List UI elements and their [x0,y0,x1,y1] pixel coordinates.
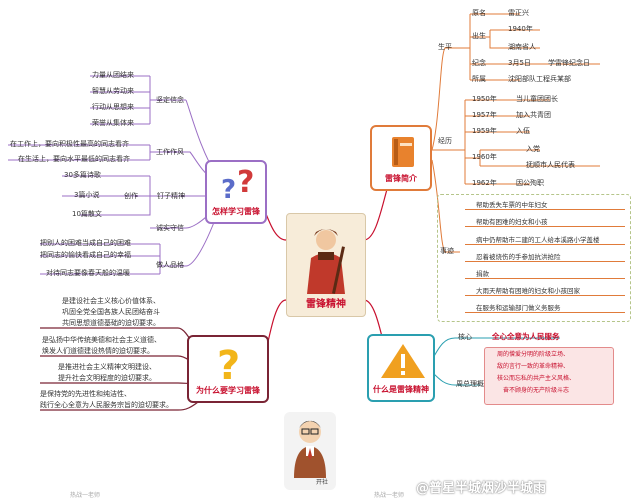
creation-item: 3篇小说 [74,191,100,199]
question-marks-icon: ? ? [221,165,254,204]
original-name-label: 原名 [472,9,486,17]
reason-line: 巩固全党全国各族人民团结奋斗 [62,308,160,316]
character-item: 对待同志要像春天般的温暖 [46,269,130,277]
history-year: 1950年 [472,95,497,103]
history-year: 1959年 [472,127,497,135]
reason-line: 是保持党的先进性和纯洁性、 [40,390,131,398]
reason-line: 践行全心全意为人民服务宗旨的迫切要求。 [40,401,173,409]
footer-text: 热战一老师 [374,492,405,499]
reason-line: 提升社会文明程度的迫切要求。 [58,374,156,382]
zhou-line: 周的憎爱分明的阶级立场、 [497,351,570,358]
branch-what-is-label: 什么是雷锋精神 [373,385,429,394]
avatar-caption: 开社 [316,479,329,486]
deed-item: 捐款 [476,270,489,278]
zhou-label: 周总理概括为 [456,380,498,388]
belief-item: 智慧从劳动来 [92,87,134,95]
character-item: 把别人的困难当成自己的困难 [40,239,131,247]
history-event: 当儿童团团长 [516,95,558,103]
history-year: 1957年 [472,111,497,119]
branch-intro[interactable]: 雷锋简介 [370,125,432,191]
creation-item: 30多篇诗歌 [64,171,101,179]
watermark: @普星半城烟沙半城雨 [416,481,547,496]
svg-text:?: ? [217,343,240,383]
deed-item: 忍着被烧伤的手参加抗洪抢险 [476,253,561,261]
unit-name: 沈阳部队工程兵某部 [508,75,571,83]
deed-item: 帮助丢失车票的中年妇女 [476,201,548,209]
zhou-line: 奋不顾身的无产阶级斗志 [503,387,570,394]
deed-underline [465,244,625,245]
history-year: 1962年 [472,179,497,187]
branch-why-learn-label: 为什么要学习雷锋 [196,386,260,395]
book-icon [392,137,414,167]
memorial-name: 学雷锋纪念日 [548,59,590,67]
zhou-line: 敌的言行一致的革命精神、 [497,363,570,370]
unit-label: 所属 [472,75,486,83]
warning-icon [381,344,425,378]
reason-line: 是建设社会主义核心价值体系、 [62,297,160,305]
reason-line: 是弘扬中华传统美德和社会主义道德、 [42,336,161,344]
center-node: 雷锋精神 [286,213,366,317]
style-label: 工作作风 [156,148,184,156]
belief-item: 力量从团结来 [92,71,134,79]
branch-why-learn[interactable]: ? 为什么要学习雷锋 [187,335,269,403]
history-event: 加入共青团 [516,111,551,119]
creation-label: 创作 [124,192,138,200]
svg-text:?: ? [237,165,254,200]
life-label: 生平 [438,43,452,51]
belief-item: 荣誉从集体来 [92,119,134,127]
deed-item: 帮助有困难的妇女和小孩 [476,218,548,226]
footer-text: 热战一老师 [70,492,101,499]
svg-text:?: ? [221,175,236,204]
creation-item: 10篇散文 [72,210,102,218]
reason-line: 焕发人们道德建设热情的迫切要求。 [42,347,154,355]
lei-feng-portrait-icon [307,229,345,294]
core-label: 核心 [458,333,472,341]
original-name: 雷正兴 [508,9,529,17]
question-mark-icon: ? [217,343,240,383]
birth-label: 出生 [472,32,486,40]
teacher-portrait-icon [294,420,326,478]
history-label: 经历 [438,137,452,145]
reason-line: 是推进社会主义精神文明建设、 [58,363,156,371]
deed-underline [465,312,625,313]
deed-underline [465,261,625,262]
deed-item: 大雨天帮助有困难的妇女和小孩回家 [476,287,580,295]
style-item: 在生活上，要向水平最低的同志看齐 [18,155,130,163]
birth-place: 湖南省人 [508,43,536,51]
integrity-label: 诚实守信 [156,224,184,232]
character-label: 做人品格 [156,261,184,269]
memorial-date: 3月5日 [508,59,531,67]
branch-what-is[interactable]: 什么是雷锋精神 [367,334,435,402]
core-value: 全心全意为人民服务 [492,332,560,341]
zhou-line: 核公而忘私的共产主义风格、 [497,375,576,382]
deed-item: 病中仍帮助市二建的工人给本溪路小学盖楼 [476,236,600,244]
deed-underline [465,209,625,210]
firm-belief-label: 坚定信念 [156,96,184,104]
deeds-label: 事迹 [440,247,454,255]
birth-year: 1940年 [508,25,533,33]
style-item: 在工作上，要向积极性最高的同志看齐 [10,140,129,148]
deed-underline [465,295,625,296]
branch-learn-how[interactable]: ? ? 怎样学习雷锋 [205,160,267,224]
history-event: 入党 [526,145,540,153]
teacher-avatar: 开社 [284,412,336,490]
history-event: 抚顺市人民代表 [526,161,575,169]
branch-intro-label: 雷锋简介 [385,174,417,183]
history-event: 因公殉职 [516,179,544,187]
nail-spirit-label: 钉子精神 [157,192,185,200]
deed-item: 在服务和运输部门做义务服务 [476,304,561,312]
belief-item: 行动从思想来 [92,103,134,111]
zhou-summary-box: 周的憎爱分明的阶级立场、 敌的言行一致的革命精神、 核公而忘私的共产主义风格、 … [484,347,614,405]
character-item: 把同志的愉快看成自己的幸福 [40,251,131,259]
branch-learn-how-label: 怎样学习雷锋 [212,207,260,216]
deed-underline [465,278,625,279]
deed-underline [465,226,625,227]
memorial-label: 纪念 [472,59,486,67]
history-event: 入伍 [516,127,530,135]
history-year: 1960年 [472,153,497,161]
reason-line: 共同思想道德基础的迫切要求。 [62,319,160,327]
center-title: 雷锋精神 [306,299,346,310]
deeds-box [437,194,631,322]
